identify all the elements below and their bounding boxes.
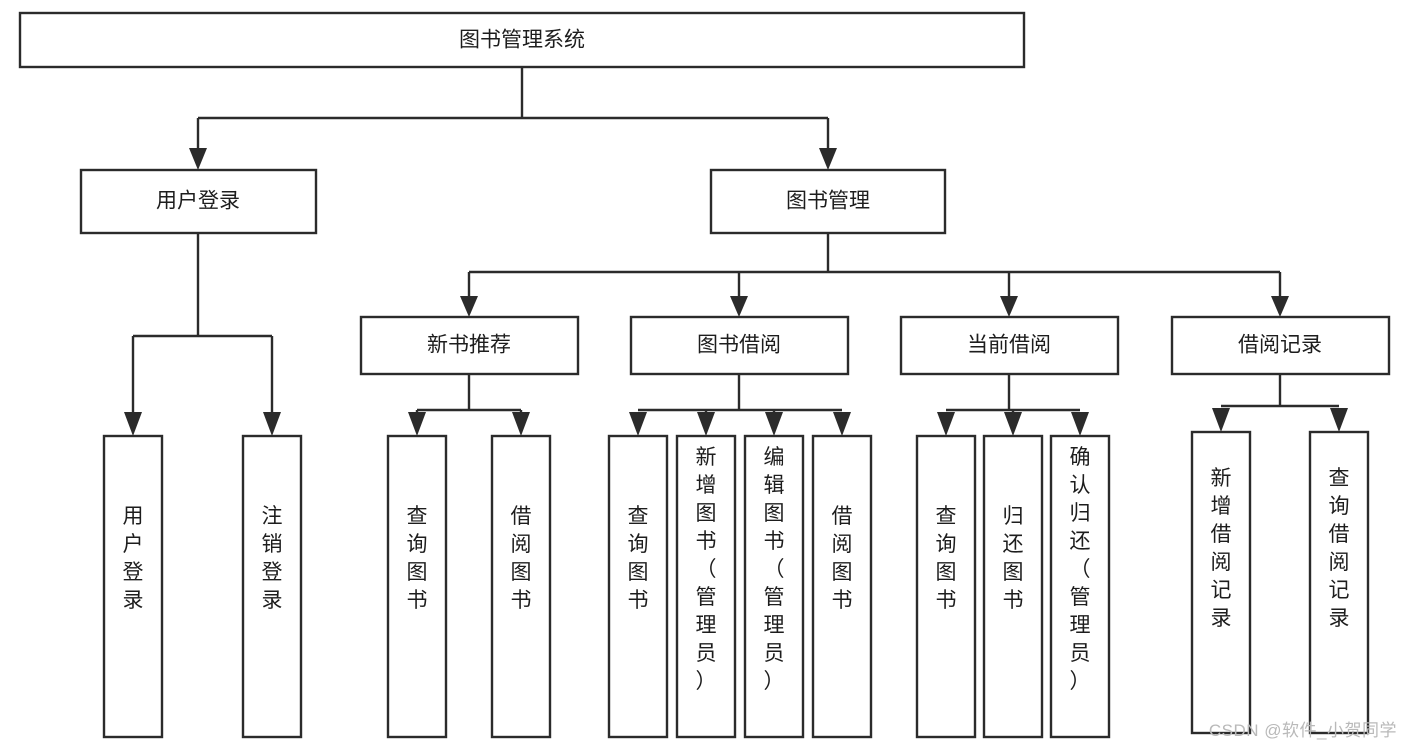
node-leaf-query-record-box[interactable] [1308, 430, 1370, 735]
node-leaf-user-logout-label: 注销登录 [262, 505, 283, 612]
node-leaf-user-logout[interactable]: 注销登录 [241, 434, 303, 739]
node-root-label: 图书管理系统 [459, 29, 585, 52]
arrow-head-leaf-borrow-book-2 [833, 412, 851, 436]
node-book-management-label: 图书管理 [786, 190, 870, 213]
connector-group-root [189, 67, 837, 170]
node-root[interactable]: 图书管理系统 [18, 11, 1026, 69]
node-leaf-add-record-label: 新增借阅记录 [1211, 467, 1232, 630]
node-new-book-recommend[interactable]: 新书推荐 [359, 315, 580, 376]
connector-group-new-book-recommend [408, 374, 530, 436]
node-leaf-add-book-box[interactable] [675, 434, 737, 739]
node-current-borrow-box[interactable] [899, 315, 1120, 376]
node-book-management[interactable]: 图书管理 [709, 168, 947, 235]
node-leaf-add-book[interactable]: 新增图书（管理员） [675, 434, 737, 739]
node-leaf-query-book-1[interactable]: 查询图书 [386, 434, 448, 739]
arrow-head-leaf-add-record [1212, 408, 1230, 432]
csdn-watermark: CSDN @软件_小贺同学 [1208, 721, 1397, 740]
node-leaf-edit-book[interactable]: 编辑图书（管理员） [743, 434, 805, 739]
arrow-head-borrow-record [1271, 296, 1289, 317]
node-leaf-add-record[interactable]: 新增借阅记录 [1190, 430, 1252, 735]
node-leaf-add-record-box[interactable] [1190, 430, 1252, 735]
node-leaf-user-login-box[interactable] [102, 434, 164, 739]
connector-group-current-borrow [937, 374, 1089, 436]
node-new-book-recommend-box[interactable] [359, 315, 580, 376]
node-leaf-query-book-3[interactable]: 查询图书 [915, 434, 977, 739]
node-leaf-user-logout-box[interactable] [241, 434, 303, 739]
node-leaf-return-book[interactable]: 归还图书 [982, 434, 1044, 739]
arrow-head-leaf-confirm-return [1071, 412, 1089, 436]
arrow-head-book-borrow [730, 296, 748, 317]
node-leaf-query-record-label: 查询借阅记录 [1329, 467, 1350, 630]
node-leaf-user-login-label: 用户登录 [123, 505, 144, 612]
node-leaf-borrow-book-2-box[interactable] [811, 434, 873, 739]
node-user-login-label: 用户登录 [156, 190, 240, 213]
arrow-head-leaf-add-book [697, 412, 715, 436]
arrow-head-leaf-user-login [124, 412, 142, 436]
node-leaf-return-book-box[interactable] [982, 434, 1044, 739]
node-leaf-borrow-book-1[interactable]: 借阅图书 [490, 434, 552, 739]
connector-group-book-borrow [629, 374, 851, 436]
arrow-head-leaf-return-book [1004, 412, 1022, 436]
node-book-borrow[interactable]: 图书借阅 [629, 315, 850, 376]
arrow-head-current-borrow [1000, 296, 1018, 317]
node-leaf-confirm-return-box[interactable] [1049, 434, 1111, 739]
node-leaf-edit-book-box[interactable] [743, 434, 805, 739]
node-new-book-recommend-label: 新书推荐 [427, 334, 511, 357]
connector-group-borrow-record [1212, 374, 1348, 432]
node-leaf-query-book-2-box[interactable] [607, 434, 669, 739]
node-leaf-confirm-return-label: 确认归还（管理员） [1070, 446, 1091, 693]
node-current-borrow[interactable]: 当前借阅 [899, 315, 1120, 376]
node-leaf-query-book-2-label: 查询图书 [628, 505, 649, 612]
arrow-head-book-management [819, 148, 837, 170]
node-leaf-borrow-book-2[interactable]: 借阅图书 [811, 434, 873, 739]
node-leaf-query-book-2[interactable]: 查询图书 [607, 434, 669, 739]
node-book-management-box[interactable] [709, 168, 947, 235]
node-leaf-borrow-book-1-label: 借阅图书 [511, 505, 532, 612]
arrow-head-user-login [189, 148, 207, 170]
node-current-borrow-label: 当前借阅 [967, 334, 1051, 357]
arrow-head-leaf-borrow-book-1 [512, 412, 530, 436]
connector-group-book-management [460, 233, 1289, 317]
arrow-head-leaf-query-book-3 [937, 412, 955, 436]
node-borrow-record-box[interactable] [1170, 315, 1391, 376]
node-borrow-record[interactable]: 借阅记录 [1170, 315, 1391, 376]
node-leaf-query-book-1-box[interactable] [386, 434, 448, 739]
node-leaf-query-book-1-label: 查询图书 [407, 505, 428, 612]
node-leaf-query-book-3-box[interactable] [915, 434, 977, 739]
node-leaf-query-book-3-label: 查询图书 [936, 505, 957, 612]
arrow-head-leaf-query-book-1 [408, 412, 426, 436]
node-leaf-borrow-book-2-label: 借阅图书 [832, 505, 853, 612]
arrow-head-leaf-query-book-2 [629, 412, 647, 436]
arrow-head-new-book-recommend [460, 296, 478, 317]
arrow-head-leaf-user-logout [263, 412, 281, 436]
node-leaf-confirm-return[interactable]: 确认归还（管理员） [1049, 434, 1111, 739]
node-book-borrow-box[interactable] [629, 315, 850, 376]
node-user-login[interactable]: 用户登录 [79, 168, 318, 235]
arrow-head-leaf-query-record [1330, 408, 1348, 432]
node-leaf-add-book-label: 新增图书（管理员） [696, 446, 717, 693]
node-leaf-user-login[interactable]: 用户登录 [102, 434, 164, 739]
node-user-login-box[interactable] [79, 168, 318, 235]
connector-group-user-login [124, 233, 281, 436]
node-book-borrow-label: 图书借阅 [697, 334, 781, 357]
node-leaf-query-record[interactable]: 查询借阅记录 [1308, 430, 1370, 735]
node-leaf-return-book-label: 归还图书 [1003, 505, 1024, 612]
node-root-box[interactable] [18, 11, 1026, 69]
node-borrow-record-label: 借阅记录 [1238, 334, 1322, 357]
node-leaf-edit-book-label: 编辑图书（管理员） [764, 446, 785, 693]
node-leaf-borrow-book-1-box[interactable] [490, 434, 552, 739]
arrow-head-leaf-edit-book [765, 412, 783, 436]
